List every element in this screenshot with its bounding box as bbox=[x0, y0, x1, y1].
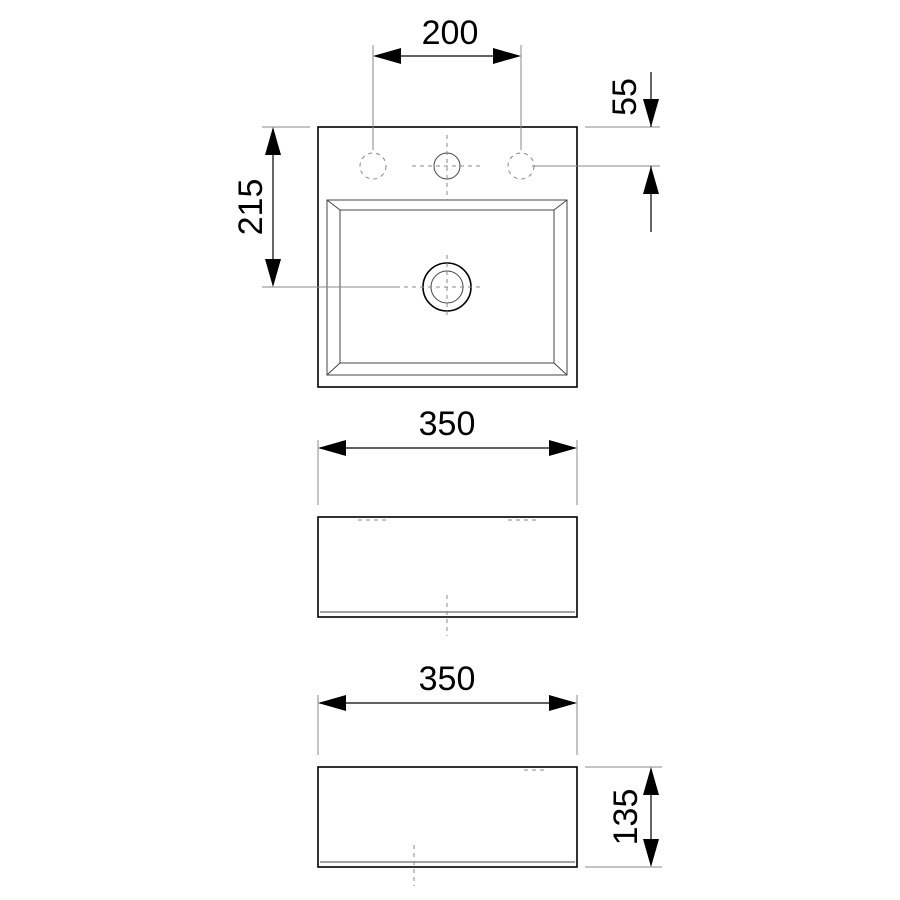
bowl-corner-line bbox=[326, 199, 341, 211]
tap-hole-left bbox=[359, 152, 387, 180]
bowl-corner-line bbox=[326, 362, 341, 376]
front-view-outline bbox=[317, 516, 578, 618]
bowl-corner-line bbox=[553, 362, 568, 376]
dimension-label-350: 350 bbox=[419, 405, 476, 443]
arrow-head bbox=[373, 48, 401, 64]
top-view: 200 55 215 bbox=[232, 14, 660, 388]
arrow-head bbox=[643, 99, 659, 127]
top-view-outline bbox=[317, 126, 578, 388]
dimension-label-135: 135 bbox=[607, 789, 645, 846]
arrow-head bbox=[643, 166, 659, 194]
arrow-head bbox=[493, 48, 521, 64]
arrow-head bbox=[318, 695, 346, 711]
bowl-corner-line bbox=[553, 199, 568, 211]
arrow-head bbox=[643, 839, 659, 867]
tap-hole-right bbox=[507, 152, 535, 180]
arrow-head bbox=[265, 259, 281, 287]
arrow-head bbox=[549, 440, 577, 456]
arrow-head bbox=[643, 767, 659, 795]
dimension-label-215: 215 bbox=[232, 179, 270, 236]
dimension-label-350: 350 bbox=[419, 660, 476, 698]
front-view: 350 bbox=[317, 405, 578, 636]
arrow-head bbox=[265, 127, 281, 155]
dimension-label-200: 200 bbox=[422, 14, 479, 52]
arrow-head bbox=[318, 440, 346, 456]
arrow-head bbox=[549, 695, 577, 711]
side-view-outline bbox=[317, 766, 578, 868]
side-view: 350 135 bbox=[317, 660, 662, 886]
dimension-label-55: 55 bbox=[606, 78, 644, 116]
